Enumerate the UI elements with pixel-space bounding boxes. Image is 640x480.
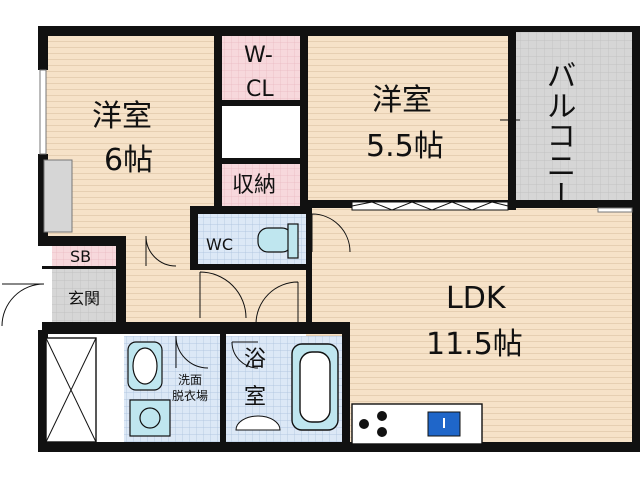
floor-storage: [222, 162, 306, 206]
room-label-western-left: 洋室: [92, 99, 152, 134]
kitchen-counter: [351, 403, 483, 445]
room-size-ldk: 11.5帖: [426, 327, 523, 362]
room-size-western-left: 6帖: [104, 143, 153, 178]
storage-cabinet: [45, 337, 97, 443]
room-label-toilet: WC: [206, 235, 233, 254]
room-size-western-right: 5.5帖: [366, 129, 444, 164]
room-label-entrance: 玄関: [68, 289, 100, 308]
closet-doors: [217, 110, 304, 209]
floor-shoebox: [52, 244, 116, 266]
room-label-closet-1: W-: [244, 43, 273, 68]
floor-balcony: [512, 30, 602, 210]
room-label-shoebox: SB: [70, 247, 91, 266]
floor-balcony-side: [602, 30, 632, 210]
kitchen-sink-icon: [427, 411, 461, 437]
bathtub-icon: [291, 343, 339, 431]
room-label-washroom-2: 脱衣場: [172, 388, 208, 403]
floor-closet: [222, 36, 306, 106]
washing-machine-icon: [129, 399, 171, 437]
room-label-ldk: LDK: [446, 281, 507, 316]
toilet-icon: [257, 223, 299, 259]
sliding-door-icon[interactable]: [351, 201, 509, 211]
room-label-bathroom-1: 浴: [244, 347, 266, 372]
swing-door-icon[interactable]: [1, 213, 351, 369]
windows: [39, 69, 633, 233]
floor-western-right: [306, 36, 512, 206]
room-label-balcony: バルコニー: [541, 60, 576, 210]
bath-basin-icon: [235, 415, 281, 431]
floor-entrance: [52, 268, 118, 326]
room-label-western-right: 洋室: [372, 83, 432, 118]
room-label-storage: 収納: [232, 173, 276, 198]
room-label-bathroom-2: 室: [244, 385, 266, 410]
stove-icon: [359, 411, 387, 437]
washbasin-icon: [127, 341, 163, 391]
room-label-washroom-1: 洗面: [178, 373, 202, 387]
room-label-closet-2: CL: [246, 77, 274, 102]
